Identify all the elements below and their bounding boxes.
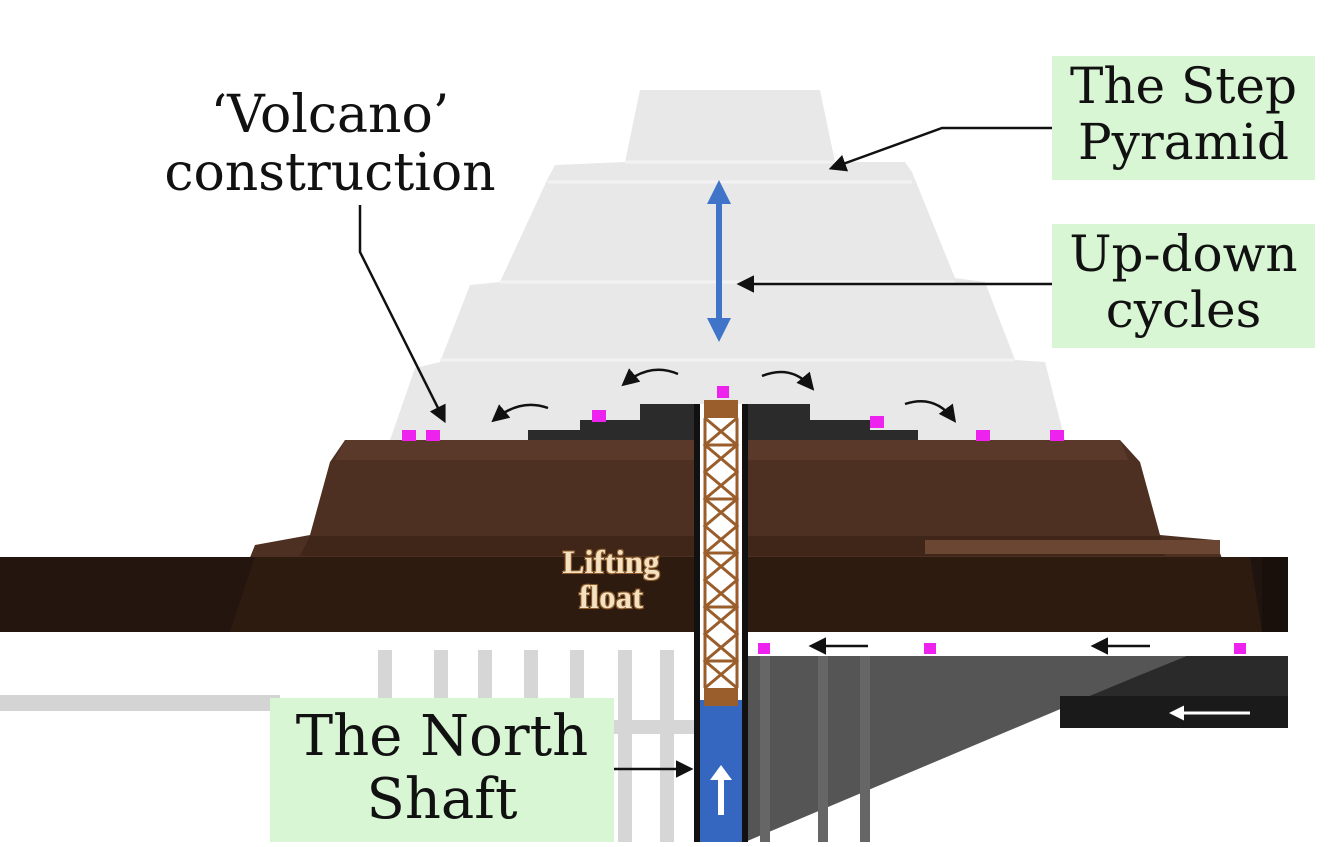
ground-band	[0, 557, 1288, 632]
volcano-construction-label: ‘Volcano’ construction	[164, 85, 496, 204]
curved-arrow-icon	[491, 368, 957, 423]
lifting-float	[702, 400, 740, 706]
underground-ramp	[745, 656, 1288, 842]
step-pyramid-shape	[390, 90, 1065, 440]
north-shaft	[694, 404, 748, 842]
tunnel	[690, 632, 1290, 654]
leader-lines	[358, 126, 1055, 778]
step-pyramid-label: The Step Pyramid	[1070, 57, 1297, 171]
up-down-label-box	[1052, 224, 1315, 348]
lifting-float-label: Lifting float	[562, 545, 660, 616]
up-down-cycles-label: Up-down cycles	[1069, 225, 1298, 339]
step-pyramid-label-box	[1052, 56, 1315, 180]
up-down-arrow-icon	[707, 180, 731, 342]
stone-markers	[402, 386, 1246, 654]
north-shaft-label-box	[270, 698, 614, 842]
north-shaft-label: The North Shaft	[295, 704, 589, 832]
